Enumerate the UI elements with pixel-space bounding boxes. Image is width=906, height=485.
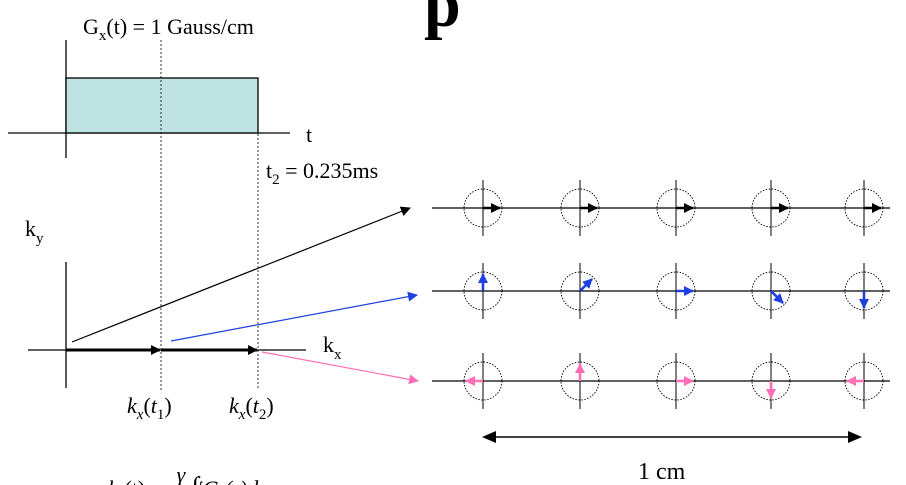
spin-circle bbox=[844, 188, 884, 228]
spin-circle bbox=[844, 271, 884, 311]
spin-circle bbox=[560, 361, 600, 401]
spin-grid bbox=[432, 180, 890, 409]
spin-circle bbox=[751, 271, 791, 311]
spin-circle bbox=[463, 271, 503, 311]
spin-circle bbox=[751, 188, 791, 228]
spin-circle bbox=[751, 361, 791, 401]
magnetization-arrow bbox=[770, 290, 784, 304]
spin-circle bbox=[656, 271, 696, 311]
distance-arrow-left-head bbox=[482, 431, 496, 443]
gradient-pulse bbox=[65, 77, 259, 134]
ky-label: ky bbox=[25, 216, 44, 247]
spin-circle bbox=[656, 188, 696, 228]
kx-label: kx bbox=[323, 332, 342, 363]
distance-label: 1 cm bbox=[638, 459, 686, 485]
gradient-label: Gx(t) = 1 Gauss/cm bbox=[83, 14, 254, 44]
connector-row-t1 bbox=[170, 291, 418, 342]
spin-circle bbox=[560, 188, 600, 228]
spin-circle bbox=[844, 361, 884, 401]
distance-arrow-right-head bbox=[848, 431, 862, 443]
kx-t2-label: kx(t2) bbox=[229, 393, 274, 423]
time-axis-label: t bbox=[306, 122, 312, 147]
spin-circle bbox=[463, 361, 503, 401]
spin-circle bbox=[656, 361, 696, 401]
kx-t1-label: kx(t1) bbox=[127, 393, 172, 423]
formula-fragment: kx(t) = γ∫tGx(τ)dτ bbox=[108, 462, 267, 485]
spin-circle bbox=[560, 271, 600, 311]
connector-row-t2 bbox=[261, 351, 419, 385]
t2-label: t2 = 0.235ms bbox=[266, 158, 378, 188]
magnetization-arrow bbox=[579, 278, 593, 292]
connector-row-t0 bbox=[71, 206, 411, 343]
title-fragment: p bbox=[424, 0, 461, 41]
spin-circle bbox=[463, 188, 503, 228]
